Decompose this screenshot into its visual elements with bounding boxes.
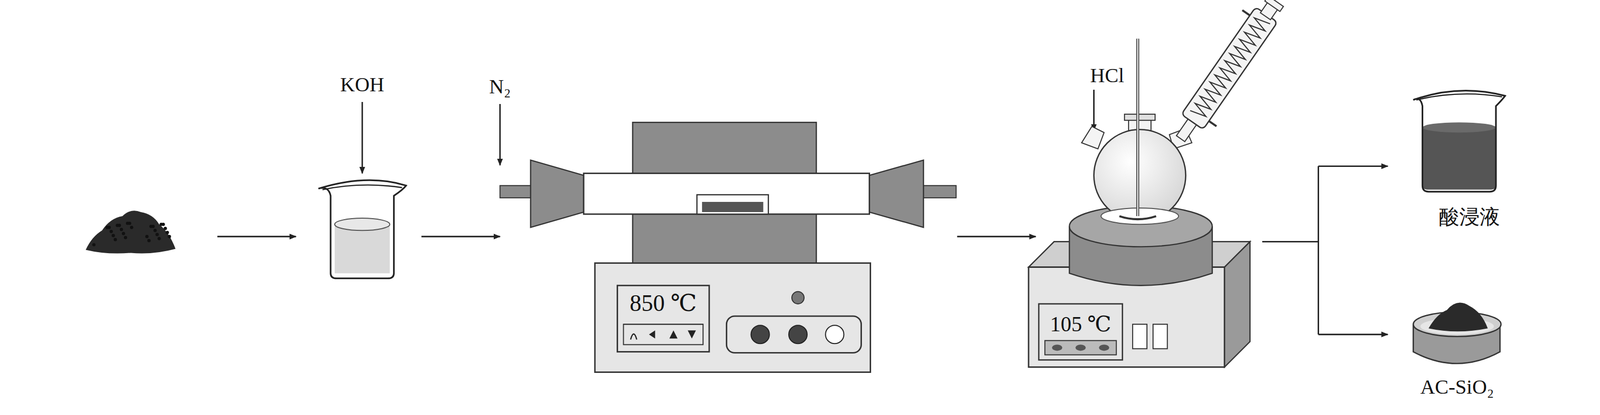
- reflux-apparatus: [1028, 0, 1295, 368]
- tube-furnace: [499, 122, 956, 373]
- dish-product: [1413, 303, 1501, 365]
- product-label: AC-SiO₂: [1420, 376, 1494, 399]
- beaker-koh: [318, 180, 407, 279]
- beaker-leachate: [1413, 90, 1506, 192]
- gas-label: N₂: [489, 75, 511, 99]
- temperature-display: 105 ℃: [1049, 312, 1111, 337]
- powder-pile: [85, 210, 176, 254]
- reagent-label: KOH: [340, 73, 385, 96]
- product-label: 酸浸液: [1438, 206, 1500, 229]
- reagent-label: HCl: [1090, 64, 1125, 87]
- temperature-display: 850 ℃: [629, 291, 697, 317]
